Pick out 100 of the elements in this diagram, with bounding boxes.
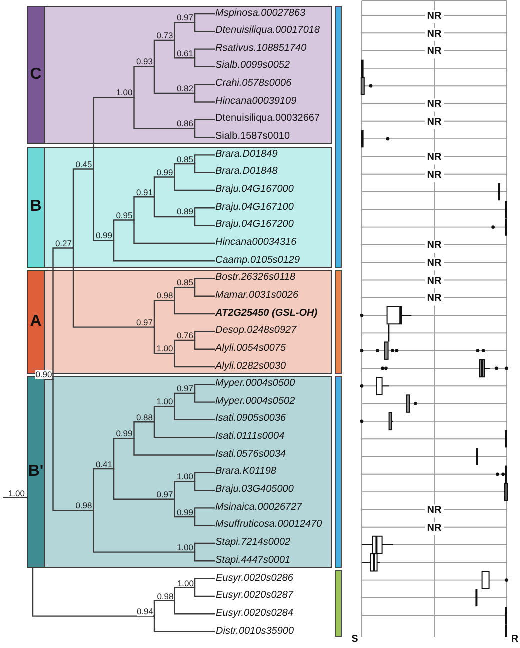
taxon-label: Desop.0248s0927: [214, 325, 297, 338]
tree-branch: [52, 248, 72, 380]
nr-label: NR: [427, 118, 442, 128]
tree-branch: [194, 128, 215, 138]
tree-branch: [194, 481, 215, 492]
taxon-label: Braju.04G167000: [214, 184, 294, 196]
tree-branch: [153, 300, 174, 328]
support-value: 0.99: [176, 508, 194, 517]
support-value: 0.89: [176, 208, 194, 216]
nr-label: NR: [427, 259, 442, 270]
tree-branch: [133, 97, 194, 130]
support-value: 0.98: [157, 592, 174, 601]
tree-branch: [133, 66, 154, 98]
support-value: 1.00: [176, 472, 194, 482]
taxon-label: Sialb.1587s0010: [214, 131, 290, 144]
tree-branch: [194, 58, 215, 68]
tree-branch: [194, 286, 215, 297]
taxon-label: Bostr.26326s0118: [214, 272, 296, 284]
nr-label: NR: [427, 170, 442, 181]
taxon-label: Msuffruticosa.00012470: [214, 519, 322, 532]
nr-label: NR: [427, 153, 442, 164]
tree-branch: [112, 240, 215, 262]
tree-branch: [194, 392, 215, 403]
taxon-label: Braju.04G167200: [214, 219, 294, 232]
taxon-label: AT2G25450 (GSL-OH): [214, 308, 318, 320]
tree-branch: [194, 216, 215, 226]
tree-branch: [92, 510, 194, 553]
taxon-label: Brara.K01198: [214, 466, 276, 478]
tree-branch: [194, 22, 215, 32]
taxon-label: Braju.04G167100: [214, 202, 294, 214]
taxon-label: Stapi.4447s0001: [214, 554, 291, 567]
nr-label: NR: [427, 47, 442, 58]
taxon-label: Rsativus.108851740: [214, 42, 307, 55]
tree-branch: [194, 472, 215, 482]
tree-branch: [174, 353, 215, 368]
tree-branch: [112, 220, 134, 242]
taxon-label: Hincana00039109: [214, 96, 297, 108]
tree-branch: [153, 66, 194, 94]
support-value: 0.90: [36, 370, 52, 380]
support-value: 0.61: [176, 49, 194, 58]
tree-branch: [92, 168, 113, 242]
tree-branch: [72, 168, 93, 249]
tree-branch: [174, 600, 215, 615]
clade-box: [27, 146, 332, 268]
support-value: 0.73: [156, 31, 174, 40]
clade-box: [27, 270, 332, 374]
tree-branch: [3, 497, 25, 498]
support-value: 0.85: [176, 278, 194, 288]
tree-branch: [194, 48, 215, 59]
clade-box: [27, 6, 332, 144]
tree-branch: [112, 468, 174, 500]
tree-branch: [174, 340, 194, 354]
taxon-label: Caamp.0105s0129: [214, 254, 300, 267]
support-value: 1.00: [8, 489, 25, 498]
tree-branch: [153, 196, 194, 218]
support-value: 0.95: [116, 211, 133, 220]
support-value: 0.88: [136, 413, 153, 422]
taxon-label: Alyli.0054s0075: [214, 342, 286, 355]
taxon-label: Braju.03G405000: [214, 484, 294, 496]
tree-branch: [194, 508, 215, 518]
support-value: 0.99: [156, 168, 174, 177]
tree-branch: [174, 40, 194, 59]
support-value: 1.00: [177, 579, 194, 588]
tree-branch: [174, 481, 194, 500]
tree-branch: [132, 438, 215, 456]
tree-branch: [72, 248, 154, 328]
clade-letter: C: [30, 66, 42, 83]
tree-branch: [194, 542, 215, 553]
taxon-label: Distr.0010s35900: [215, 626, 294, 638]
tree-branch: [153, 616, 215, 632]
support-value: 0.97: [156, 490, 174, 499]
tree-branch: [194, 208, 215, 218]
taxon-label: Crahi.0578s0006: [214, 78, 292, 90]
support-value: 1.00: [176, 543, 194, 552]
tree-branch: [174, 163, 194, 178]
taxon-label: Eusyr.0020s0286: [215, 572, 294, 585]
clade-box: [27, 376, 332, 568]
support-value: 0.91: [136, 188, 153, 197]
nr-label: NR: [427, 294, 442, 304]
tree-branch: [174, 22, 194, 42]
tree-branch: [194, 154, 215, 165]
support-value: 0.98: [76, 502, 92, 510]
support-value: 0.76: [176, 332, 194, 340]
taxon-label: Eusyr.0020s0284: [215, 608, 294, 620]
support-value: 0.41: [96, 460, 112, 469]
clade-letter: A: [30, 314, 42, 330]
taxon-label: Sialb.0099s0052: [214, 60, 290, 72]
tree-branch: [194, 92, 215, 103]
tree-branch: [112, 438, 134, 470]
nr-label: NR: [427, 12, 442, 22]
tree-branch: [194, 119, 215, 130]
tree-branch: [194, 587, 215, 598]
support-value: 0.27: [55, 239, 72, 248]
tree-branch: [92, 468, 113, 512]
tree-branch: [174, 286, 194, 302]
taxon-label: Msinaica.00026727: [214, 502, 302, 514]
support-value: 0.82: [176, 84, 194, 93]
axis-end-label: S: [352, 635, 358, 645]
tree-branch: [194, 578, 215, 588]
taxon-label: Myper.0004s0502: [214, 396, 296, 408]
